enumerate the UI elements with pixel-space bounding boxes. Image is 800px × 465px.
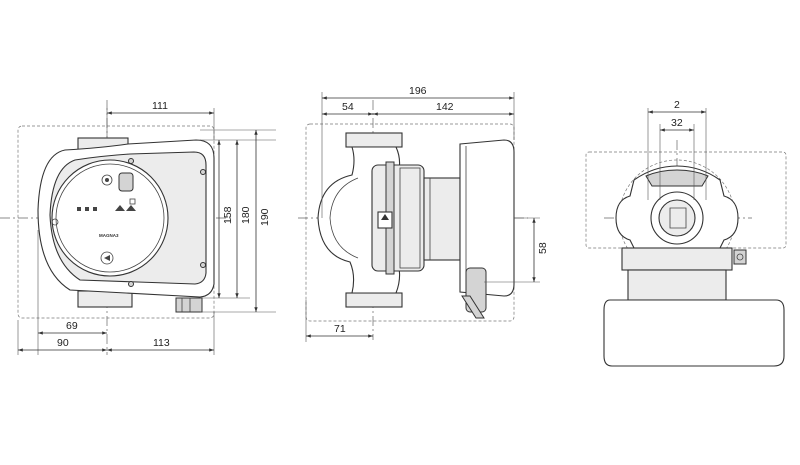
end-pump-body-top xyxy=(645,169,709,187)
front-screw-bottom-right xyxy=(200,262,206,268)
front-indicator-light xyxy=(101,174,113,186)
side-collar-band-2 xyxy=(399,167,421,269)
side-bottom-flange xyxy=(345,292,403,308)
dim-113-label: 113 xyxy=(153,337,170,349)
side-motor-stator xyxy=(423,177,461,261)
end-view: 2 32 xyxy=(585,99,787,367)
side-view: 196 54 142 58 71 xyxy=(298,85,549,342)
front-led-2 xyxy=(85,207,89,211)
dim-71-label: 71 xyxy=(334,323,346,335)
dim-54-label: 54 xyxy=(342,101,354,113)
front-screw-top-left xyxy=(128,158,134,164)
end-pipe-bore xyxy=(669,207,687,229)
side-flow-arrow-icon xyxy=(381,214,389,220)
dim-69-label: 69 xyxy=(66,320,78,332)
front-led-3 xyxy=(93,207,97,211)
front-screw-top-right xyxy=(200,169,206,175)
side-top-flange xyxy=(345,132,403,148)
end-motor-base xyxy=(621,247,733,271)
side-cable-gland xyxy=(461,295,485,319)
end-cable-connector xyxy=(733,249,747,265)
dim-158-label: 158 xyxy=(222,206,234,224)
front-mode-icons xyxy=(115,205,136,211)
dim-90-label: 90 xyxy=(57,337,69,349)
front-round-face xyxy=(51,159,169,277)
dim-58-label: 58 xyxy=(537,242,549,254)
side-pump-housing-inner xyxy=(329,177,359,259)
dim-180-label: 180 xyxy=(240,206,252,224)
front-knob-arrow xyxy=(104,255,110,261)
front-display-window xyxy=(118,172,134,192)
front-cable-connector xyxy=(175,297,203,313)
front-small-hole xyxy=(51,218,59,226)
end-control-top xyxy=(627,269,727,301)
end-control-box xyxy=(603,299,785,367)
side-control-box xyxy=(459,139,515,297)
dim-32-label: 32 xyxy=(671,117,683,129)
front-round-face-inner xyxy=(55,163,165,273)
end-connector-pin xyxy=(736,253,744,261)
front-screw-bottom-left xyxy=(128,281,134,287)
front-mode-box-icon xyxy=(129,198,136,205)
dim-142-label: 142 xyxy=(436,101,454,113)
front-indicator-dot xyxy=(105,178,109,182)
dim-190-label: 190 xyxy=(259,208,271,226)
front-brand-label: MAGNA3 xyxy=(99,233,119,238)
end-pipe-inner xyxy=(658,199,696,237)
front-led-1 xyxy=(77,207,81,211)
dim-111-label: 111 xyxy=(152,100,168,112)
dim-2-label: 2 xyxy=(674,99,680,111)
dim-196-label: 196 xyxy=(409,85,427,97)
front-view: MAGNA3 111 158 180 190 69 90 113 xyxy=(0,100,276,355)
front-knob xyxy=(100,251,114,265)
